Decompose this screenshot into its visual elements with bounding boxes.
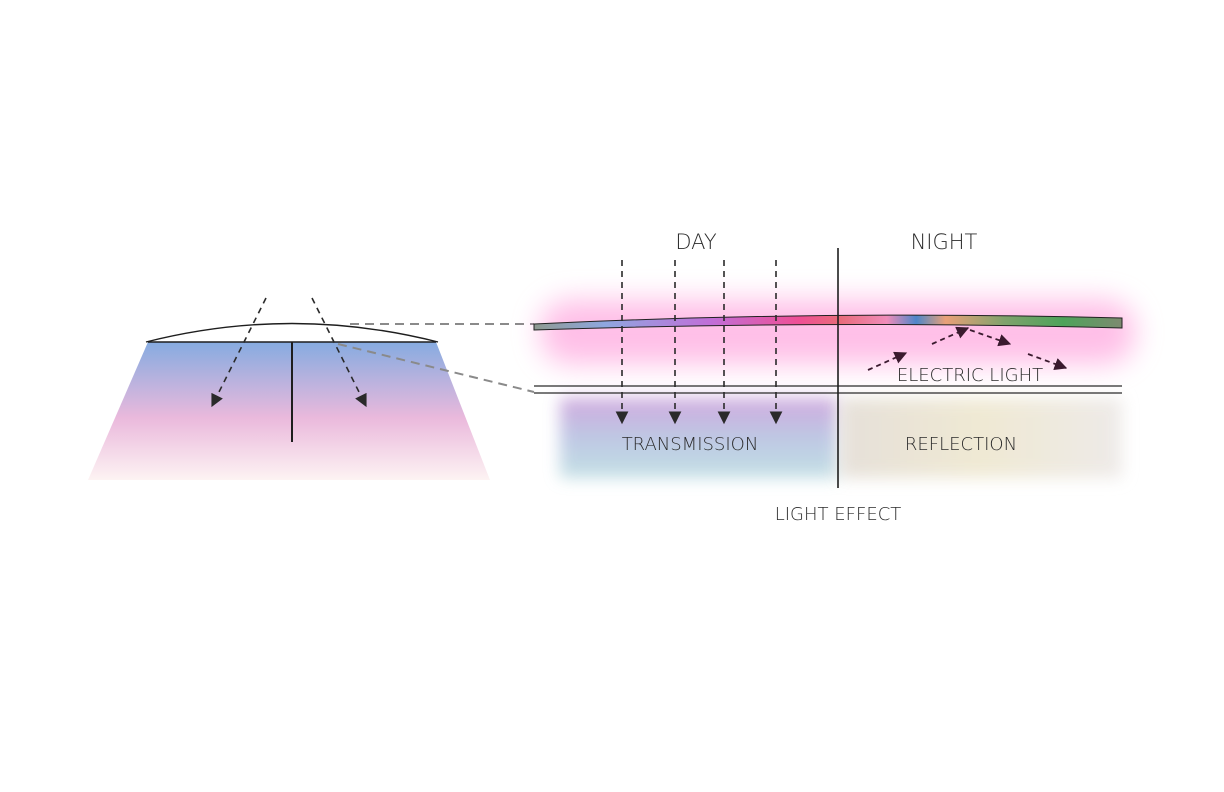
transmission-panel [560,398,838,478]
skylight-cone [88,342,490,480]
day-label: DAY [675,230,717,254]
skylight-rim-layer [533,314,1123,331]
night-label: NIGHT [911,230,978,254]
electric-arrow [931,326,970,345]
reflection-panel [840,398,1122,478]
zoom-connector-bottom [337,343,535,393]
electric-arrow [969,329,1012,347]
sunlight-arrow-right [311,297,367,408]
reflection-label: REFLECTION [905,434,1017,455]
light-effect-label: LIGHT EFFECT [775,504,902,525]
skylight-section [88,297,490,480]
electric-light-label: ELECTRIC LIGHT [897,365,1043,386]
transmission-label: TRANSMISSION [622,434,759,455]
electric-arrow [867,351,908,371]
skylight-dome [145,322,439,343]
day-transmission-arrows [615,260,783,425]
night-electric-arrows [867,326,1068,371]
electric-arrow [1027,353,1068,370]
detail-section: DAY NIGHT ELECTRIC LIGHT TRANSMISSION RE… [533,230,1135,525]
sunlight-arrow-left [211,297,267,408]
